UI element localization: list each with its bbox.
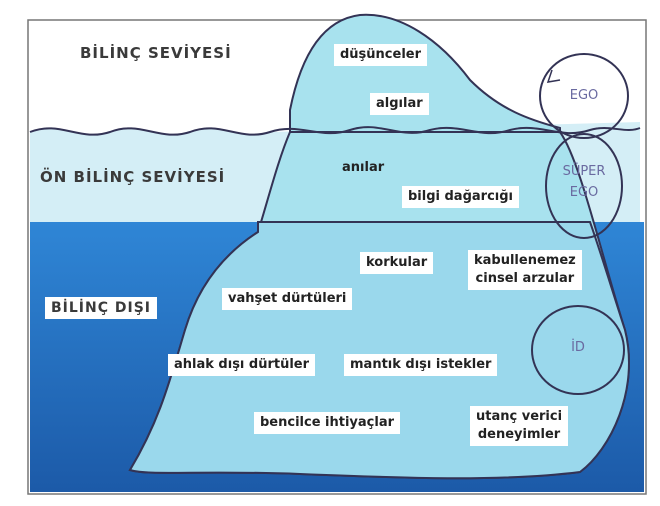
thoughts-label: düşünceler	[334, 44, 428, 66]
ego-arrow-icon	[546, 69, 561, 83]
memories-label: anılar	[342, 160, 385, 175]
shameful-line-2: deneyimler	[477, 427, 561, 442]
preconscious-level-label: ÖN BİLİNÇ SEVİYESİ	[40, 168, 226, 186]
fears-label: korkular	[360, 252, 434, 274]
violent-urges-label: vahşet dürtüleri	[222, 288, 353, 310]
shameful-line-1: utanç verici	[476, 409, 563, 424]
ego-label: EGO	[569, 88, 599, 103]
unacceptable-label: kabullenemez cinsel arzular	[468, 250, 582, 290]
shameful-label: utanç verici deneyimler	[470, 406, 569, 446]
selfish-needs-label: bencilce ihtiyaçlar	[254, 412, 401, 434]
unacceptable-line-1: kabullenemez	[474, 253, 576, 268]
conscious-level-label: BİLİNÇ SEVİYESİ	[80, 44, 232, 62]
water-surface-line	[29, 126, 641, 136]
ego-ring	[539, 53, 629, 139]
superego-label: SÜPER EGO	[558, 164, 610, 200]
knowledge-label: bilgi dağarcığı	[402, 186, 519, 208]
unconscious-level-label: BİLİNÇ DIŞI	[45, 297, 157, 319]
unacceptable-line-2: cinsel arzular	[475, 271, 575, 286]
superego-line-2: EGO	[569, 185, 599, 200]
irrational-wishes-label: mantık dışı istekler	[344, 354, 498, 376]
id-label: İD	[571, 340, 585, 355]
immoral-urges-label: ahlak dışı dürtüler	[168, 354, 316, 376]
superego-ring	[545, 133, 623, 239]
superego-line-1: SÜPER	[562, 164, 606, 179]
id-ring	[531, 305, 625, 395]
perceptions-label: algılar	[370, 93, 429, 115]
